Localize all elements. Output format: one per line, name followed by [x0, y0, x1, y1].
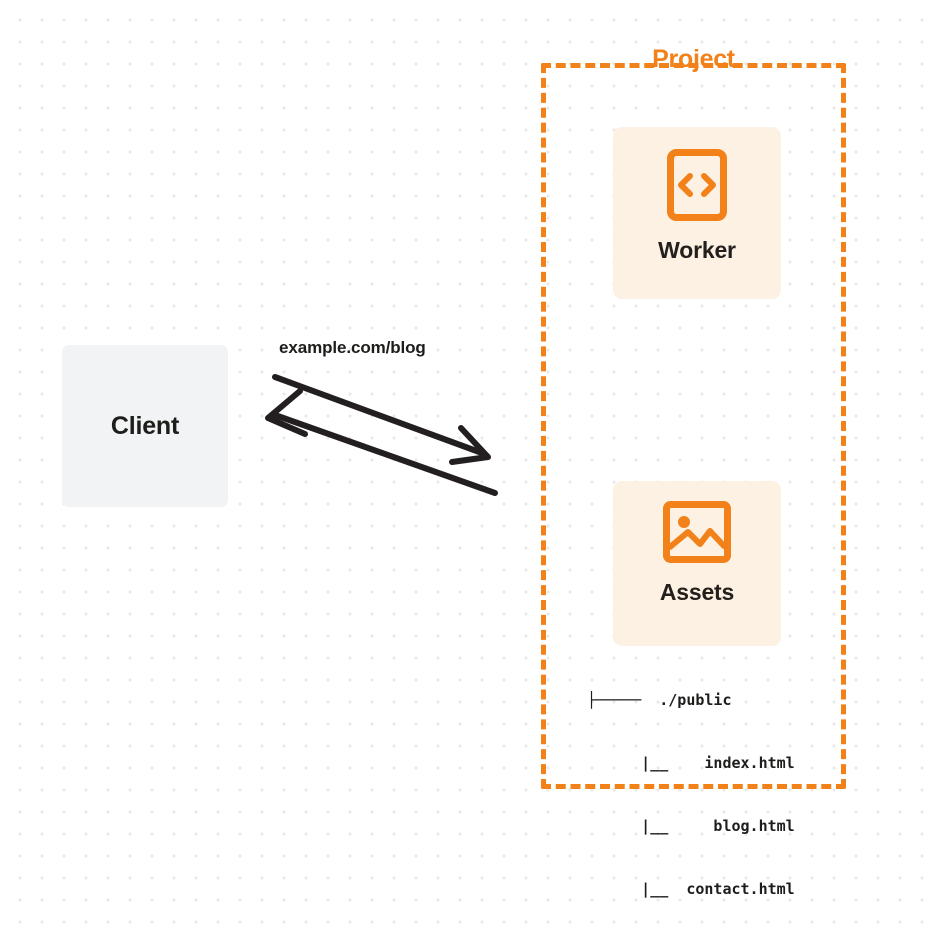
- response-arrow: [265, 388, 498, 496]
- project-group-title: Project: [652, 45, 735, 73]
- request-arrow: [272, 374, 491, 465]
- code-brackets-icon: [667, 149, 727, 221]
- file-tree-line: |__ blog.html: [587, 817, 795, 835]
- file-tree-line: |__ index.html: [587, 754, 795, 772]
- assets-label: Assets: [659, 579, 735, 605]
- file-tree-line: |__ contact.html: [587, 880, 795, 898]
- worker-label: Worker: [658, 237, 736, 263]
- assets-file-tree: ├───── ./public |__ index.html |__ blog.…: [587, 648, 795, 942]
- group-project[interactable]: Project Worker Assets ├───── ./public |_…: [541, 47, 846, 898]
- file-tree-line: ├───── ./public: [587, 691, 732, 709]
- image-picture-icon: [663, 501, 731, 563]
- node-assets[interactable]: Assets: [613, 481, 781, 646]
- edge-label-url: example.com/blog: [279, 338, 426, 357]
- client-label: Client: [110, 411, 180, 440]
- diagram-canvas: Client example.com/blog Project Worker: [62, 47, 846, 898]
- project-dashed-border: [541, 63, 846, 789]
- node-worker[interactable]: Worker: [613, 127, 781, 299]
- node-client[interactable]: Client: [62, 345, 228, 507]
